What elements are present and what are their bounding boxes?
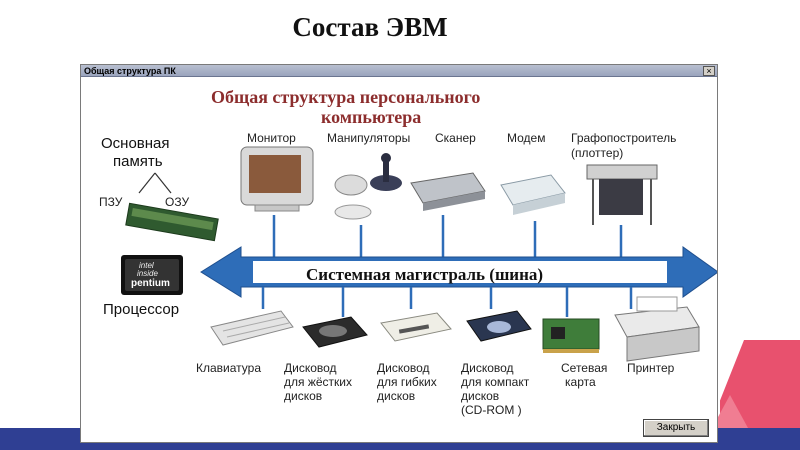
window-close-icon[interactable]: × <box>703 66 715 76</box>
system-bus-label: Системная магистраль (шина) <box>306 265 544 284</box>
system-bus-arrow <box>200 246 717 298</box>
hdd-label-line-2: для жёстких <box>284 375 352 389</box>
cd-label-line-4: (CD-ROM ) <box>461 403 522 417</box>
keyboard-icon <box>210 310 294 346</box>
printer-label: Принтер <box>627 361 675 375</box>
slide-title: Состав ЭВМ <box>292 12 448 42</box>
monitor-label: Монитор <box>247 131 296 145</box>
ram-label: ОЗУ <box>165 195 190 209</box>
printer-icon <box>614 296 700 362</box>
close-button[interactable]: Закрыть <box>643 419 709 437</box>
manipulators-label: Манипуляторы <box>327 131 411 145</box>
fdd-label-line-2: для гибких <box>377 375 437 389</box>
diagram-window: Общая структура ПК × <box>80 64 718 443</box>
hdd-label-line-1: Дисковод <box>284 361 337 375</box>
processor-label: Процессор <box>103 301 180 318</box>
keyboard-label: Клавиатура <box>196 361 261 375</box>
cpu-chip-text-2: inside <box>137 269 158 278</box>
main-memory-label-line-1: Основная <box>101 135 170 152</box>
top-connectors <box>272 215 623 261</box>
window-title: Общая структура ПК <box>84 66 176 76</box>
floppy-disk-drive-icon <box>380 312 452 342</box>
cd-label-line-1: Дисковод <box>461 361 514 375</box>
cpu-chip-text-1: intel <box>139 261 154 270</box>
cpu-chip-text-3: pentium <box>131 278 170 289</box>
rom-label: ПЗУ <box>99 195 123 209</box>
network-card-label-line-2: карта <box>565 375 596 389</box>
diagram-graphics <box>121 146 717 362</box>
modem-icon <box>500 174 566 215</box>
cpu-chip-icon <box>121 255 183 295</box>
network-card-icon <box>542 318 600 353</box>
cd-label-line-3: дисков <box>461 389 500 403</box>
bottom-connectors <box>261 287 633 317</box>
diagram-heading-line-2: компьютера <box>321 107 422 127</box>
cd-label-line-2: для компакт <box>461 375 530 389</box>
scanner-label: Сканер <box>435 131 476 145</box>
joystick-icon <box>370 153 402 191</box>
hard-disk-drive-icon <box>302 316 368 348</box>
plotter-label-line-2: (плоттер) <box>571 146 624 160</box>
scanner-icon <box>410 172 486 211</box>
trackball-icon <box>334 174 368 196</box>
cd-rom-drive-icon <box>466 310 532 342</box>
diagram-heading-line-1: Общая структура персонального <box>211 87 481 107</box>
plotter-icon <box>586 164 658 225</box>
fdd-label-line-1: Дисковод <box>377 361 430 375</box>
ram-module-icon <box>125 202 219 242</box>
mouse-icon <box>334 204 372 220</box>
window-titlebar[interactable]: Общая структура ПК × <box>81 65 717 77</box>
network-card-label-line-1: Сетевая <box>561 361 608 375</box>
plotter-label-line-1: Графопостроитель <box>571 131 677 145</box>
main-memory-label-line-2: память <box>113 153 163 170</box>
modem-label: Модем <box>507 131 546 145</box>
hdd-label-line-3: дисков <box>284 389 323 403</box>
fdd-label-line-3: дисков <box>377 389 416 403</box>
memory-tree-lines <box>138 172 172 194</box>
monitor-icon <box>240 146 314 212</box>
